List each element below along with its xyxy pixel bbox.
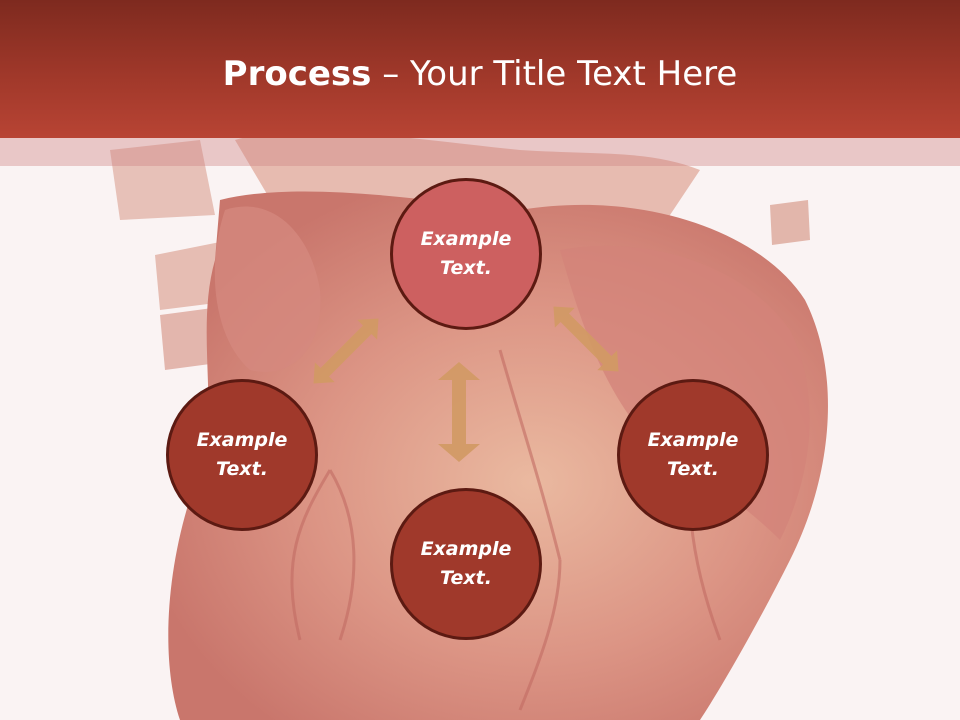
process-node-right-label: Example Text.: [647, 429, 739, 480]
slide-title-rest: Your Title Text Here: [410, 54, 738, 94]
double-arrow-top-left: [313, 318, 379, 384]
title-bar-band: [0, 138, 960, 166]
process-node-bottom-label: Example Text.: [420, 538, 512, 589]
process-node-bottom: Example Text.: [390, 488, 542, 640]
process-node-top: Example Text.: [390, 178, 542, 330]
process-node-right: Example Text.: [617, 379, 769, 531]
title-bar: [0, 0, 960, 138]
slide-title: Process – Your Title Text Here: [0, 52, 960, 96]
process-node-left: Example Text.: [166, 379, 318, 531]
double-arrow-vertical: [438, 362, 480, 462]
slide-title-bold: Process: [222, 54, 372, 94]
double-arrow-top-right: [553, 306, 619, 372]
process-node-top-label: Example Text.: [420, 228, 512, 279]
slide-title-dash: –: [371, 54, 411, 94]
process-node-left-label: Example Text.: [196, 429, 288, 480]
